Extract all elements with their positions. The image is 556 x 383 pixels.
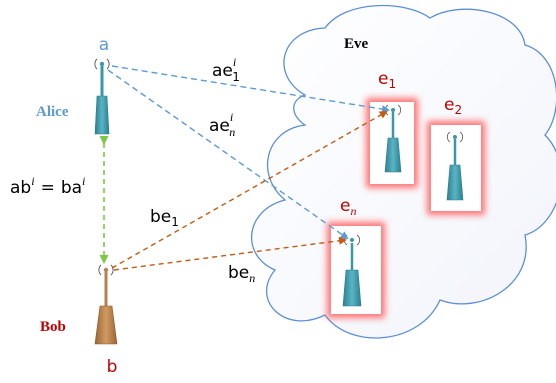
label-ab-reciprocity: abi=bai xyxy=(10,174,85,198)
en-label: en xyxy=(340,196,356,218)
label-be1: be1 xyxy=(150,207,179,229)
node-a-label: a xyxy=(99,35,109,55)
link-b-en xyxy=(113,236,347,271)
node-b-label: b xyxy=(107,357,118,377)
label-ben: ben xyxy=(228,263,255,285)
eve-e1-antenna-icon xyxy=(384,104,402,173)
e1-label: e1 xyxy=(378,69,396,91)
link-a-e1 xyxy=(111,65,390,114)
eve-label: Eve xyxy=(344,36,369,52)
alice-antenna-icon xyxy=(94,58,110,135)
eve-e2-antenna-icon xyxy=(446,131,464,201)
bob-antenna-icon xyxy=(94,264,118,345)
link-a-en xyxy=(107,69,349,240)
bob-label: Bob xyxy=(40,319,66,335)
alice-label: Alice xyxy=(36,104,69,120)
e2-label: e2 xyxy=(444,95,462,117)
link-b-e1 xyxy=(111,111,388,269)
